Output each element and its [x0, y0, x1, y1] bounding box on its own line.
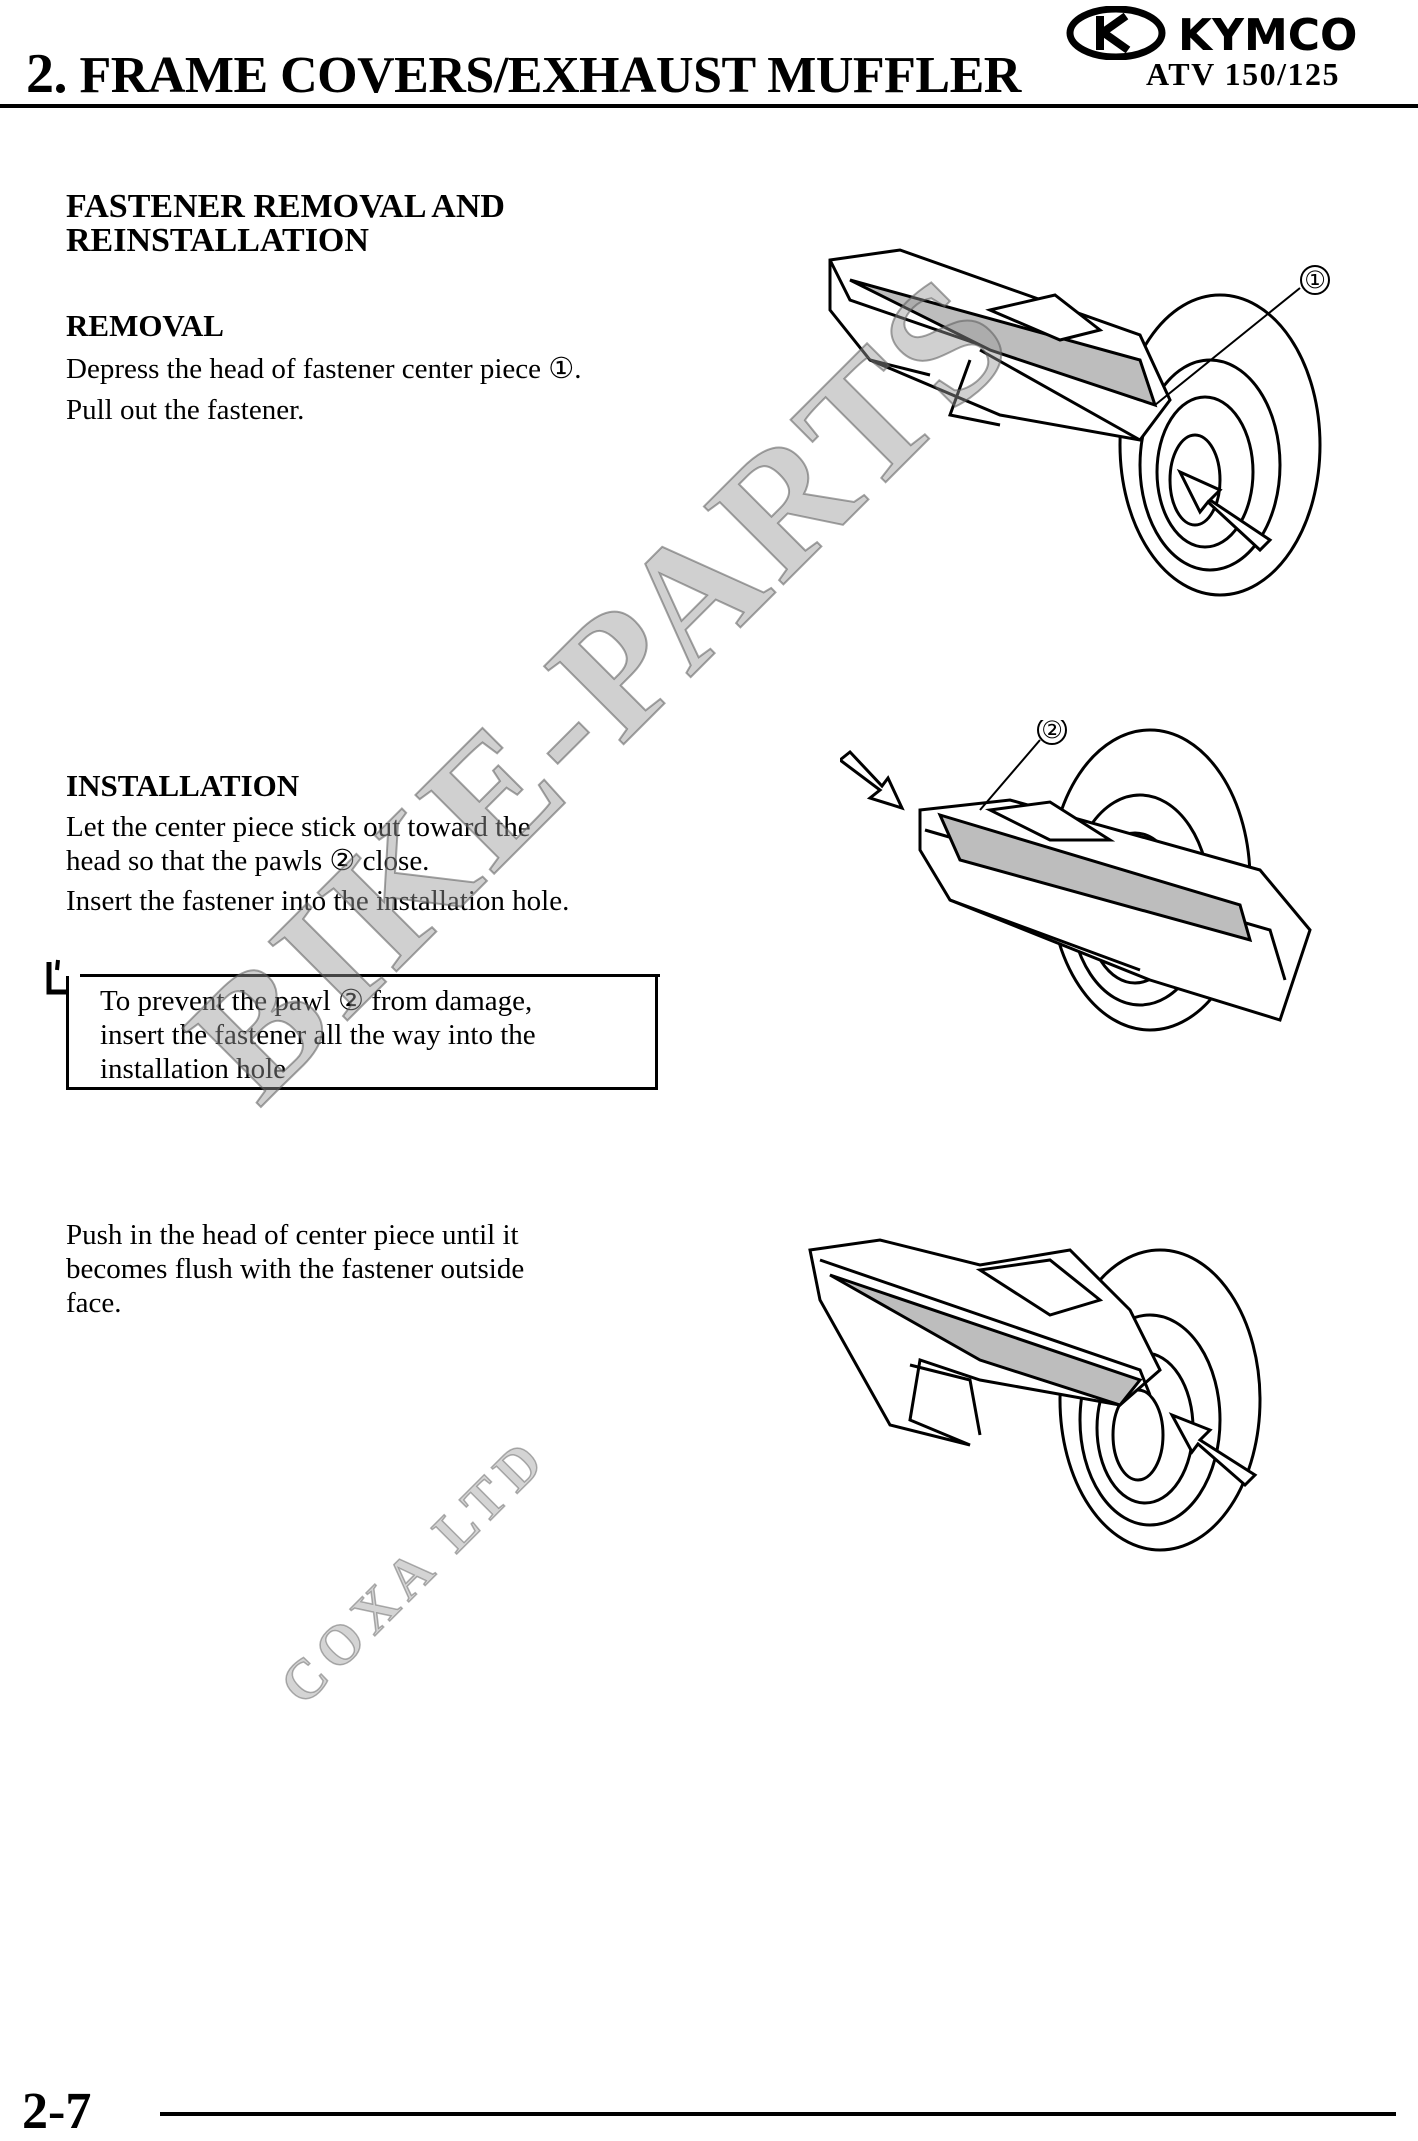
caution-line2: insert the fastener all the way into the: [100, 1019, 536, 1051]
push-instruction: Push in the head of center piece until i…: [66, 1218, 666, 1320]
chapter-number: 2.: [26, 43, 68, 105]
removal-step2: Pull out the fastener.: [66, 394, 305, 426]
push-line1: Push in the head of center piece until i…: [66, 1219, 519, 1251]
caution-icon: [46, 959, 68, 995]
chapter-title: 2. FRAME COVERS/EXHAUST MUFFLER: [26, 42, 1021, 106]
footer-rule: [160, 2112, 1396, 2116]
section-title-line2: REINSTALLATION: [66, 222, 369, 259]
caution-box-top-rule: [80, 974, 660, 977]
push-line2: becomes flush with the fastener outside: [66, 1253, 525, 1285]
brand-text: KYMCO: [1178, 10, 1357, 60]
installation-step1: Let the center piece stick out toward th…: [66, 810, 666, 878]
push-line3: face.: [66, 1287, 122, 1319]
caution-line1: To prevent the pawl ② from damage,: [100, 985, 533, 1017]
callout-1: ①: [1304, 266, 1326, 294]
header-rule: [0, 104, 1418, 108]
chapter-title-text: FRAME COVERS/EXHAUST MUFFLER: [79, 47, 1022, 104]
model-label: ATV 150/125: [1146, 56, 1340, 92]
caution-box: [66, 976, 658, 1090]
installation-step1-line1: Let the center piece stick out toward th…: [66, 811, 531, 843]
caution-line3: installation hole: [100, 1053, 287, 1085]
installation-figure: ②: [840, 720, 1312, 1032]
section-title-line1: FASTENER REMOVAL AND: [66, 188, 505, 225]
installation-step1-line2: head so that the pawls ② close.: [66, 845, 430, 877]
kymco-logo: KYMCO: [1066, 6, 1357, 60]
removal-step1: Depress the head of fastener center piec…: [66, 353, 582, 385]
removal-heading: REMOVAL: [66, 308, 224, 343]
installation-step2: Insert the fastener into the installatio…: [66, 885, 570, 917]
page-number: 2-7: [22, 2083, 92, 2140]
section-title: FASTENER REMOVAL AND REINSTALLATION: [66, 190, 686, 258]
watermark-subtext: COXA LTD: [268, 1425, 561, 1718]
push-in-figure: [808, 1238, 1262, 1552]
callout-2: ②: [1041, 720, 1063, 744]
removal-figure: ①: [828, 248, 1330, 597]
installation-heading: INSTALLATION: [66, 768, 300, 803]
caution-text: To prevent the pawl ② from damage, inser…: [100, 984, 660, 1086]
